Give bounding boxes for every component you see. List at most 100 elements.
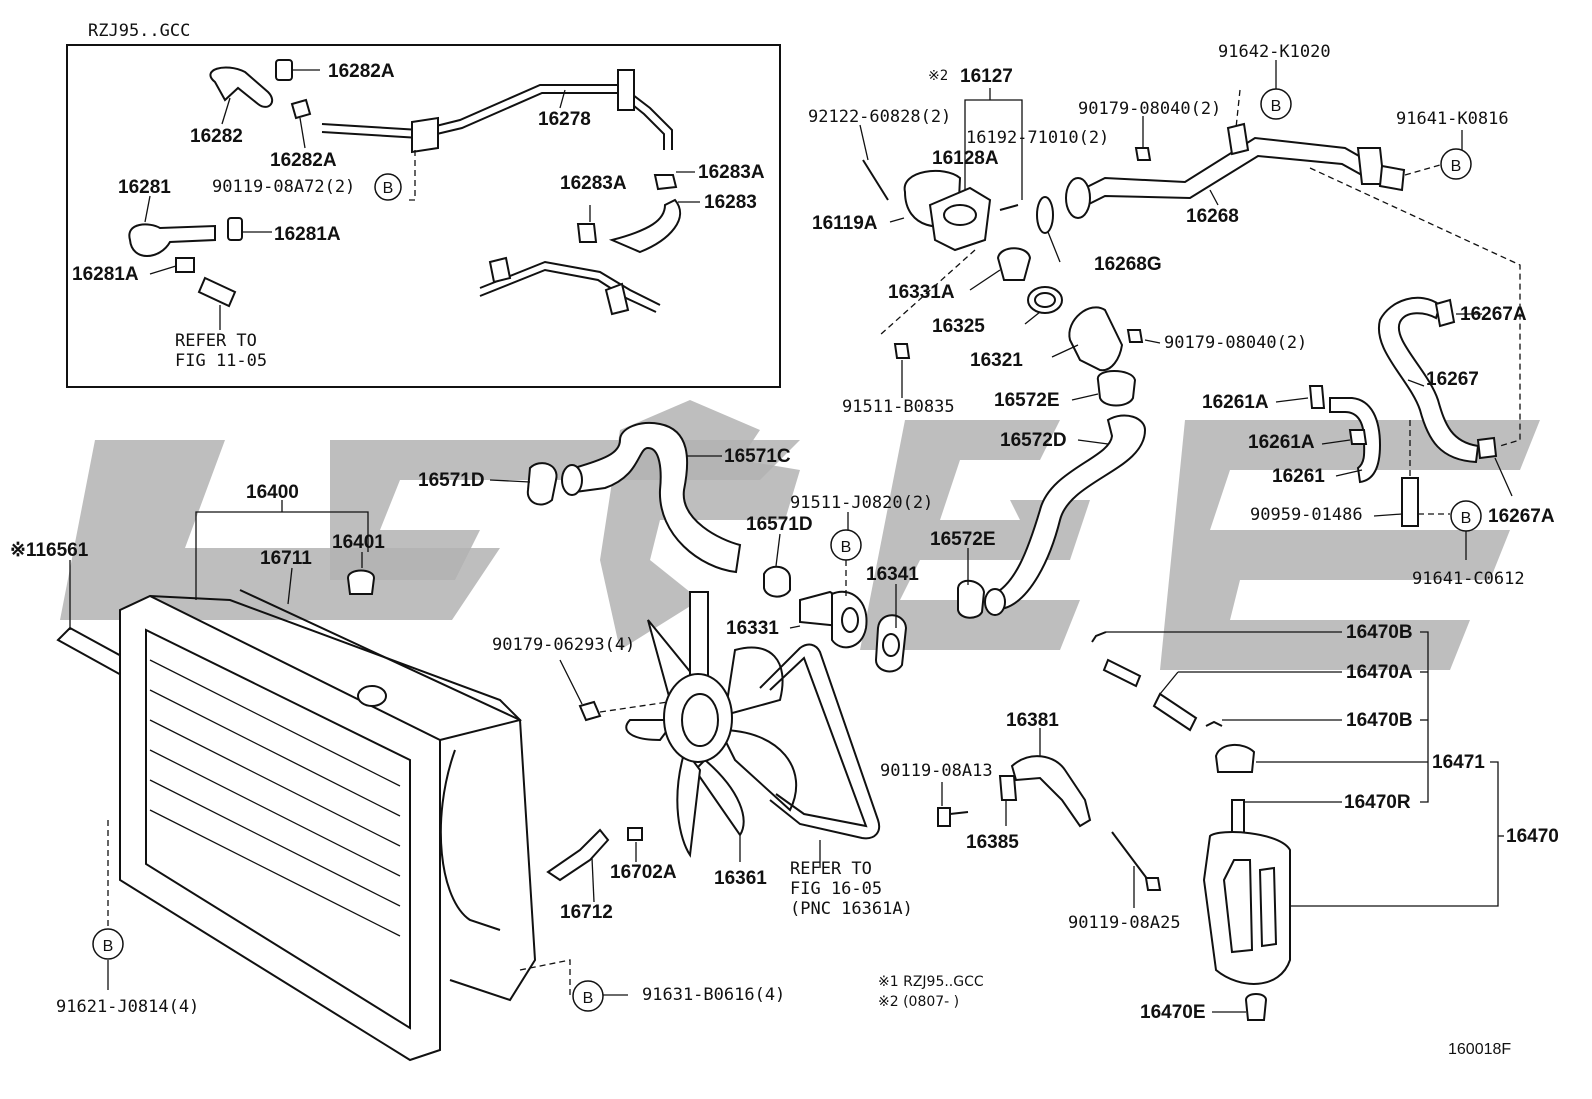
pipe-lower-inset [479,260,661,306]
label-16572D: 16572D [1000,430,1067,451]
inset-title: RZJ95..GCC [88,21,190,41]
bolt-90179-08040-a [1134,147,1152,161]
thermostat-group: ※2 16127 92122-60828(2) 16192-71010(2) 1… [808,42,1509,417]
label-91641-K0816: 91641-K0816 [1396,109,1509,129]
hose-16572D [990,414,1147,610]
stud-92122 [862,159,889,201]
label-90179-08040-a: 90179-08040(2) [1078,99,1221,119]
bracket-16381 [1010,755,1092,828]
label-91631-B0616: 91631-B0616(4) [642,985,785,1005]
label-16400: 16400 [246,482,299,503]
bracket-16712 [546,828,610,882]
label-90959-01486: 90959-01486 [1250,505,1363,525]
label-16282: 16282 [190,126,243,147]
label-91511-B0835: 91511-B0835 [842,397,955,417]
label-16331A: 16331A [888,282,955,303]
label-16470R: 16470R [1344,792,1411,813]
clamp-16267A-bottom [1476,436,1498,460]
gasket-16268G [1036,196,1054,234]
label-16267A-top: 16267A [1460,304,1527,325]
label-16281A-right: 16281A [274,224,341,245]
fitting-refer-11-05 [197,276,237,308]
label-16712: 16712 [560,902,613,923]
label-16361: 16361 [714,868,767,889]
cap-16471 [1214,744,1256,773]
label-16283: 16283 [704,192,757,213]
refer-fig-11-05-line1: REFER TO [175,331,257,351]
label-16261A-top: 16261A [1202,392,1269,413]
label-16283A-mid: 16283A [560,173,627,194]
label-16281A-left: 16281A [72,264,139,285]
clamp-16283A-right [653,174,678,191]
label-90179-06293: 90179-06293(4) [492,635,635,655]
label-116561: ※116561 [10,540,89,561]
radiator-hose-group: 16571D 16571C 91511-J0820(2) 16571D B 16… [418,422,933,722]
label-90119-08A72: 90119-08A72(2) [212,177,355,197]
label-16278: 16278 [538,109,591,130]
label-16401: 16401 [332,532,385,553]
clamp-16283A-mid [576,223,598,243]
flange-16268 [1065,177,1091,219]
hose-16572-group: 16572E 16572D 16572E [930,370,1147,619]
label-16470E: 16470E [1140,1002,1206,1023]
label-16282A-bottom: 16282A [270,150,337,171]
refer-fig-11-05-line2: FIG 11-05 [175,351,267,371]
svg-text:B: B [383,180,394,197]
clamp-16571D-left [526,462,558,506]
label-16341: 16341 [866,564,919,585]
label-16470A: 16470A [1346,662,1413,683]
callout-b-91631: B [572,980,604,1012]
bolt-90179-08040-b [1126,329,1144,343]
label-16268G: 16268G [1094,254,1162,275]
label-16267: 16267 [1426,369,1479,390]
label-16192-71010: 16192-71010(2) [966,128,1109,148]
fan-blade-7 [625,719,677,742]
bracket-16381-group: 16381 90119-08A13 16385 90119-08A25 [880,710,1181,933]
label-16321: 16321 [970,350,1023,371]
label-16571C: 16571C [724,446,791,467]
hose-16283 [608,198,681,254]
svg-text:B: B [1451,158,1462,175]
callout-b-91641-C0612: B [1450,500,1482,532]
clamp-16282A-bottom [290,98,312,120]
callout-b-91642: B [1260,88,1292,120]
svg-text:B: B [1461,510,1472,527]
cap-16401 [346,569,376,595]
label-91511-J0820: 91511-J0820(2) [790,493,933,513]
fan-blade-6 [676,747,702,858]
refer-fig-16-05-line3: (PNC 16361A) [790,899,913,919]
mark-16127: ※2 [928,68,948,84]
clip-16470B-mid [1205,720,1223,727]
plug-16470E [1244,993,1268,1021]
reservoir-group: 16470B 16470A 16470B 16471 16470R 16470 … [1091,622,1559,1023]
clip-16385 [998,775,1018,801]
figure-code: 160018F [1448,1041,1511,1058]
label-16267A-bottom: 16267A [1488,506,1555,527]
callout-b-91641-K0816: B [1440,148,1472,180]
callout-b-inset: B [374,173,402,201]
hose-16261 [1329,397,1382,484]
label-16702A: 16702A [610,862,677,883]
label-16381: 16381 [1006,710,1059,731]
hose-16281 [128,223,216,257]
label-90119-08A13: 90119-08A13 [880,761,993,781]
note-2: ※2 (0807- ) [878,994,959,1010]
label-16128A: 16128A [932,148,999,169]
label-92122-60828: 92122-60828(2) [808,107,951,127]
label-16331: 16331 [726,618,779,639]
bolt-90179-06293 [578,700,602,722]
callout-b-91511-J0820: B [830,529,862,561]
label-16261A-bottom: 16261A [1248,432,1315,453]
clamp-16261A-top [1308,385,1326,409]
radiator-core [149,659,401,937]
label-90179-08040-b: 90179-08040(2) [1164,333,1307,353]
clamp-16281A-right [227,217,243,241]
label-16571D-left: 16571D [418,470,485,491]
hose-16470R [1231,799,1245,837]
label-16283A-right: 16283A [698,162,765,183]
bolt-91511-B0835 [893,343,911,359]
hose-16470A [1102,658,1142,688]
label-16571D-right: 16571D [746,514,813,535]
label-91641-C0612: 91641-C0612 [1412,569,1525,589]
svg-text:B: B [103,938,114,955]
